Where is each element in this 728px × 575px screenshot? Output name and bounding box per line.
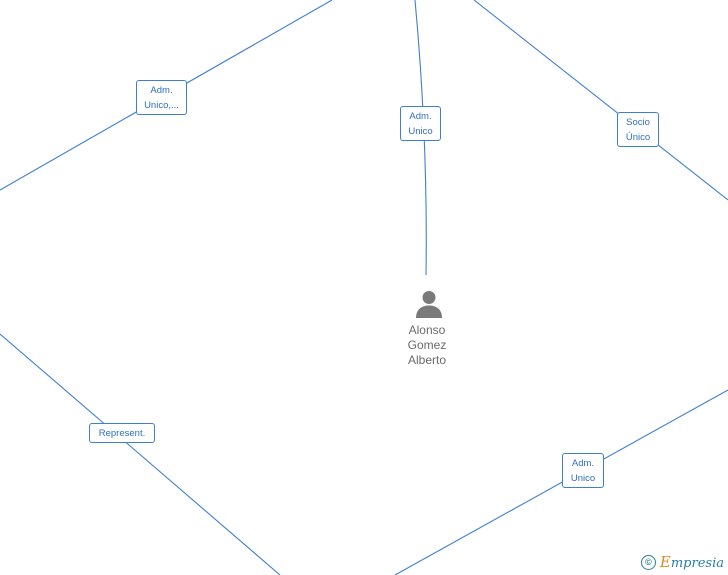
relation-label-line: Socio [626,116,650,128]
relation-label-adm-unico-top-center[interactable]: Adm. Unico [400,106,441,141]
edge-top-right [473,0,728,201]
edge-bottom-left [0,333,281,575]
relation-label-line: Adm. [571,457,595,469]
relation-label-line: Unico [570,472,596,484]
relation-label-line: Represent. [98,427,146,439]
relation-label-line: Unico [408,125,433,137]
relation-label-represent[interactable]: Represent. [89,423,155,443]
person-name-line: Gomez [407,338,447,352]
relation-label-adm-unico-bottom-right[interactable]: Adm. Unico [562,453,604,488]
relation-label-line: Adm. [409,110,432,122]
person-name[interactable]: Alonso Gomez Alberto [387,323,467,368]
relation-label-line: Unico,... [144,99,179,111]
relation-label-line: Único [625,131,651,143]
empresia-watermark: © Empresia [640,553,724,571]
brand-logo-text: Empresia [660,553,724,571]
brand-rest: mpresia [670,556,724,571]
brand-first-letter: E [659,553,671,571]
relation-label-line: Adm. [150,84,173,96]
edge-bottom-right [394,389,728,575]
relation-label-socio-unico[interactable]: Socio Único [617,112,659,147]
person-icon[interactable] [414,289,444,319]
copyright-icon: © [640,554,656,570]
person-name-line: Alberto [407,353,447,367]
relation-label-adm-unico-top-left[interactable]: Adm. Unico,... [136,80,187,115]
person-name-line: Alonso [408,323,446,337]
